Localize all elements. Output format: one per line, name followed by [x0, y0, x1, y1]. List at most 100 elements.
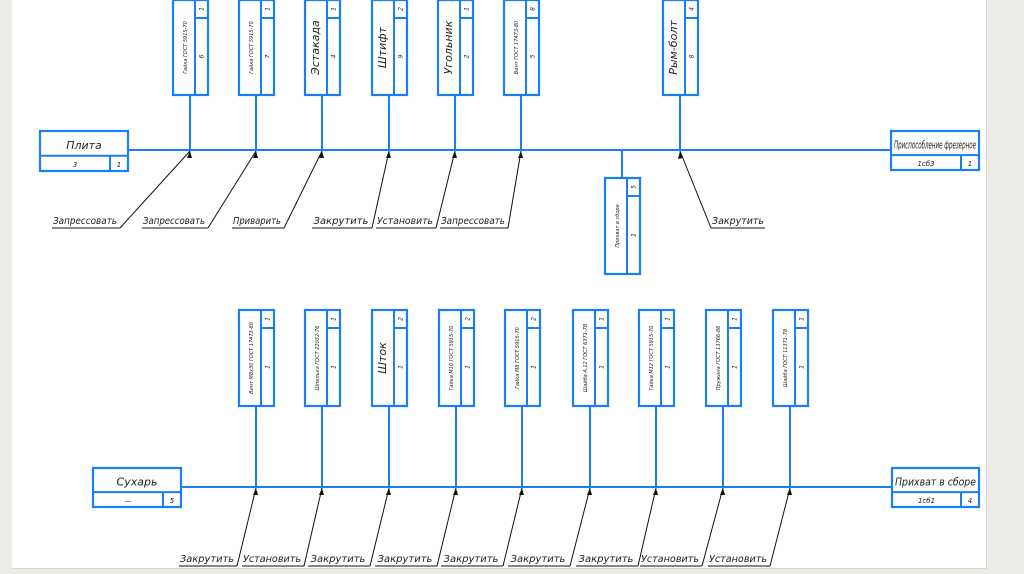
- bottom-operation-leader: [502, 487, 523, 567]
- bottom-part-box: [571, 308, 610, 408]
- top-assembly-fixture-qty: 1: [968, 160, 972, 168]
- bottom-part-box-pos: 1: [599, 317, 606, 321]
- bottom-part-box-name: Шайба ГОСТ 11371-78: [783, 329, 789, 387]
- top-part-box-name: Угольник: [442, 20, 455, 74]
- top-part-box-qty: 6: [199, 54, 206, 58]
- top-part-box-name: Гайка ГОСТ 5915-70: [183, 21, 189, 74]
- top-part-box: [171, 0, 210, 97]
- bottom-operation-label: Закрутить: [378, 554, 433, 565]
- bottom-base-part-block-name: Сухарь: [117, 476, 158, 489]
- bottom-operation-label: Закрутить: [579, 554, 634, 565]
- bottom-part-box-frame: [771, 308, 810, 408]
- top-operation-arrow-icon: [319, 151, 324, 158]
- top-operation-arrow-icon: [678, 151, 683, 159]
- top-operation-label: Запрессовать: [53, 216, 117, 227]
- bottom-part-box-qty: 1: [398, 365, 405, 369]
- top-part-box-frame: [171, 0, 210, 97]
- bottom-operation-arrow-icon: [787, 488, 792, 495]
- bottom-operation-arrow-icon: [519, 488, 524, 495]
- bottom-part-box-frame: [370, 308, 409, 408]
- top-part-box-qty: 8: [689, 54, 696, 58]
- top-part-box-pos: 1: [199, 7, 206, 11]
- top-assembly-fixture: [889, 129, 981, 172]
- top-subassembly-box-pos: 5: [631, 185, 638, 189]
- top-operation-arrow-icon: [187, 151, 192, 158]
- top-assembly-fixture-name: Приспособление фрезерное: [894, 139, 976, 152]
- top-operation-label: Приварить: [233, 216, 281, 227]
- top-operation-leader: [435, 150, 456, 229]
- top-part-box-name: Рым-болт: [667, 20, 680, 75]
- bottom-part-box-pos: 2: [398, 317, 405, 321]
- bottom-part-box-frame: [503, 308, 542, 408]
- bottom-operation-arrow-icon: [453, 488, 458, 495]
- bottom-part-box-frame: [704, 308, 743, 408]
- top-operation-label: Закрутить: [314, 216, 369, 227]
- bottom-part-box-pos: 1: [665, 317, 672, 321]
- bottom-operation-arrow-icon: [720, 488, 725, 495]
- bottom-part-box-frame: [237, 308, 276, 408]
- top-operation-arrow-icon: [452, 151, 457, 158]
- bottom-part-box-pos: 2: [531, 317, 538, 321]
- top-part-box-frame: [237, 0, 276, 97]
- top-part-box: [661, 0, 700, 97]
- bottom-part-box-frame: [437, 308, 476, 408]
- bottom-part-box: [771, 308, 810, 408]
- top-part-box: [370, 0, 409, 97]
- bottom-part-box-qty: 1: [531, 365, 538, 369]
- bottom-part-box-qty: 1: [732, 365, 739, 369]
- bottom-base-part-block: [91, 466, 183, 509]
- top-operation-leader: [119, 150, 191, 229]
- top-base-part-plate-qty: 1: [117, 161, 121, 169]
- bottom-part-box: [637, 308, 676, 408]
- top-operation-leader: [679, 150, 712, 229]
- top-part-box-frame: [502, 0, 541, 97]
- top-operation-label: Установить: [377, 216, 433, 227]
- top-part-box-qty: 9: [398, 54, 405, 58]
- bottom-operation-label: Установить: [243, 554, 301, 565]
- top-part-box-pos: 8: [530, 7, 537, 11]
- bottom-part-box-frame: [637, 308, 676, 408]
- bottom-part-box-qty: 1: [799, 365, 806, 369]
- bottom-operation-leader: [701, 487, 724, 567]
- bottom-operation-leader: [436, 487, 457, 567]
- top-operation-label: Запрессовать: [143, 216, 205, 227]
- bottom-operation-label: Установить: [709, 554, 767, 565]
- bottom-part-box-qty: 1: [599, 365, 606, 369]
- top-part-box: [303, 0, 342, 97]
- bottom-operation-leader: [369, 487, 390, 567]
- top-part-box-frame: [436, 0, 475, 97]
- bottom-operation-arrow-icon: [587, 488, 592, 495]
- top-operation-arrow-icon: [518, 151, 523, 158]
- top-part-box-qty: 2: [464, 54, 471, 58]
- bottom-operation-label: Закрутить: [311, 554, 366, 565]
- top-part-box: [237, 0, 276, 97]
- bottom-part-box-pos: 1: [265, 317, 272, 321]
- top-part-box-name: Штифт: [376, 26, 389, 68]
- bottom-assembly-clamp-frame: [890, 466, 981, 509]
- top-part-box: [502, 0, 541, 97]
- top-part-box-name: Винт ГОСТ 17473-80: [514, 21, 520, 74]
- top-subassembly-box-name: Прихват в сборе: [615, 204, 621, 247]
- top-part-box-qty: 5: [530, 54, 537, 58]
- top-operation-label: Закрутить: [712, 216, 764, 227]
- bottom-part-box-pos: 1: [331, 317, 338, 321]
- top-part-box-frame: [303, 0, 342, 97]
- bottom-part-box-name: Пружина ГОСТ 13766-86: [716, 326, 722, 391]
- bottom-part-box: [503, 308, 542, 408]
- bottom-operation-leader: [637, 487, 657, 567]
- top-part-box: [436, 0, 475, 97]
- bottom-operation-leader: [769, 487, 791, 567]
- top-part-box-qty: 4: [331, 54, 338, 58]
- top-operation-arrow-icon: [386, 151, 391, 158]
- top-subassembly-box: [603, 176, 642, 276]
- top-part-box-pos: 2: [398, 7, 405, 11]
- bottom-part-box: [704, 308, 743, 408]
- top-part-box-pos: 1: [464, 7, 471, 11]
- bottom-part-box-name: Гайка М12 ГОСТ 5915-70: [649, 326, 655, 391]
- bottom-operation-arrow-icon: [386, 488, 391, 495]
- bottom-operation-label: Закрутить: [511, 554, 566, 565]
- bottom-assembly-clamp-name: Прихват в сборе: [895, 476, 976, 489]
- bottom-part-box-pos: 2: [465, 317, 472, 321]
- bottom-part-box-pos: 1: [799, 317, 806, 321]
- bottom-part-box: [370, 308, 409, 408]
